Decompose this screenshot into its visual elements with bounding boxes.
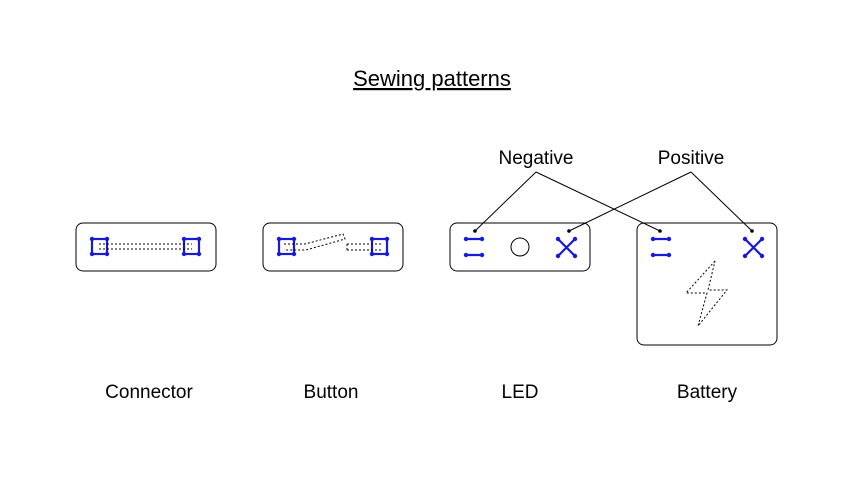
button-contact-stitch: [346, 243, 381, 251]
negative-leader-lines: [473, 171, 662, 233]
connector-outline: [75, 222, 217, 272]
led-negative-stitch: [463, 236, 485, 258]
connector-left-pad: [90, 237, 109, 256]
led-pattern: [449, 222, 591, 272]
battery-label: Battery: [677, 382, 738, 403]
diagram-title: Sewing patterns: [353, 66, 511, 91]
button-switch-lever-stitch: [284, 233, 346, 251]
led-bulb: [510, 237, 530, 257]
negative-callout-label: Negative: [499, 148, 574, 169]
button-right-pad: [370, 237, 389, 256]
positive-leader-lines: [567, 171, 754, 233]
battery-pattern: [636, 222, 778, 346]
button-label: Button: [304, 382, 359, 403]
led-positive-stitch: [555, 236, 578, 259]
button-left-pad: [277, 237, 296, 256]
led-label: LED: [502, 382, 539, 403]
connector-label: Connector: [105, 382, 193, 403]
battery-negative-stitch: [650, 236, 672, 258]
positive-callout-label: Positive: [658, 148, 725, 169]
button-pattern: [262, 222, 404, 272]
button-pad-holes: [276, 236, 390, 257]
battery-outline: [636, 222, 778, 346]
connector-right-pad: [182, 237, 201, 256]
button-outline: [262, 222, 404, 272]
battery-positive-stitch: [742, 236, 765, 259]
connector-pad-holes: [89, 236, 202, 257]
connector-pattern: [75, 222, 217, 272]
